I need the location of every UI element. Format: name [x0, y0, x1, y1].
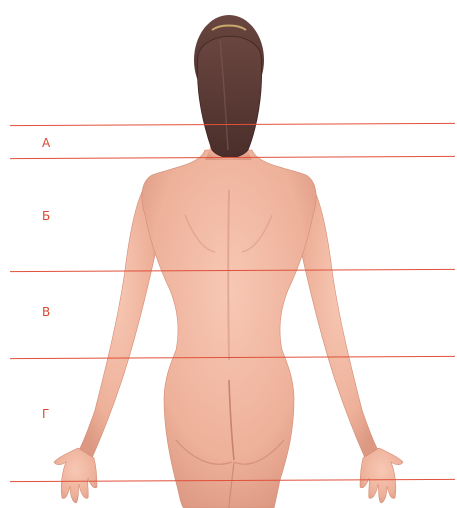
- left-arm: [78, 180, 155, 458]
- zone-label-a: А: [42, 137, 50, 149]
- zone-label-v: В: [42, 306, 50, 318]
- zone-label-g: Г: [42, 408, 49, 420]
- zone-label-b: Б: [42, 210, 50, 222]
- left-hand: [54, 448, 97, 503]
- right-hand: [360, 448, 403, 503]
- spine-shadow: [228, 190, 229, 360]
- right-arm: [302, 180, 379, 458]
- hair-bun: [197, 36, 261, 157]
